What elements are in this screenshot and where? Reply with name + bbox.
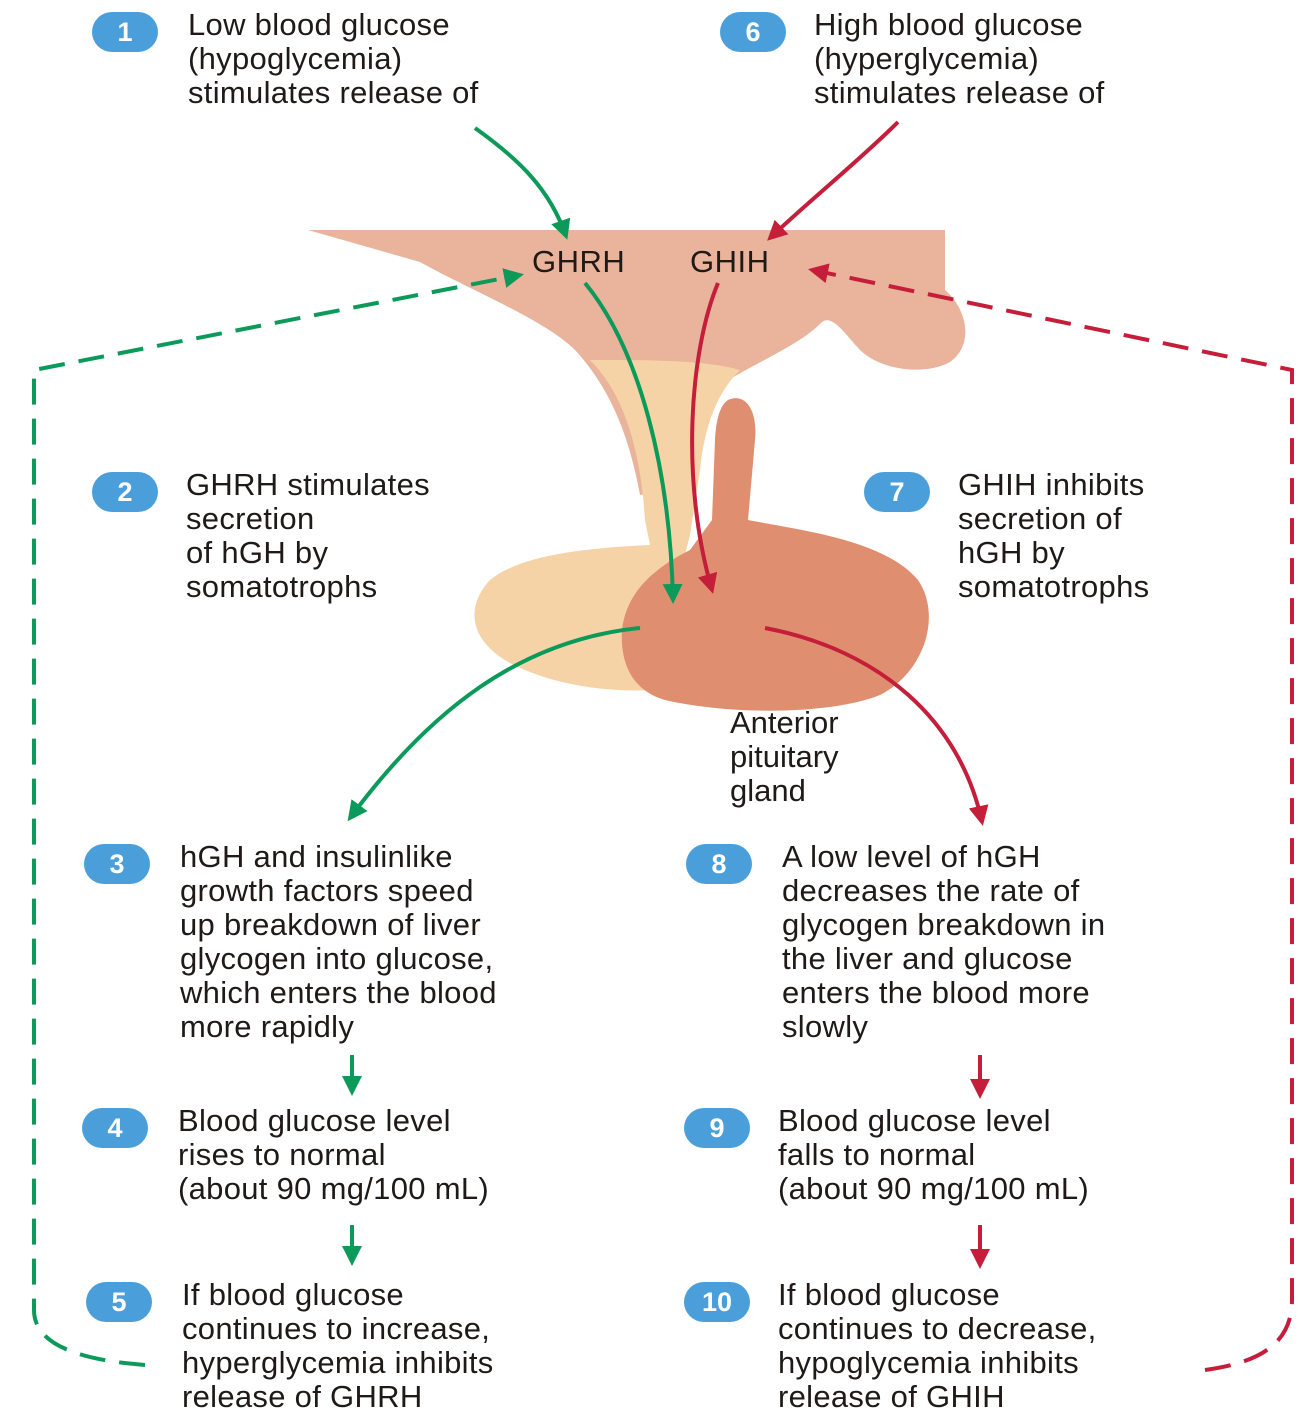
step-text: Blood glucose level rises to normal (abo… <box>178 1104 638 1206</box>
step-number-badge: 10 <box>684 1282 750 1322</box>
ghrh-label: GHRH <box>532 244 625 280</box>
step-text: A low level of hGH decreases the rate of… <box>782 840 1252 1044</box>
arrow-step6-to-ghih <box>770 122 898 238</box>
step-number-badge: 3 <box>84 844 150 884</box>
step-number-badge: 9 <box>684 1108 750 1148</box>
step-text: If blood glucose continues to increase, … <box>182 1278 642 1414</box>
ghih-label: GHIH <box>690 244 770 280</box>
step-text: If blood glucose continues to decrease, … <box>778 1278 1238 1414</box>
step-number-badge: 6 <box>720 12 786 52</box>
step-text: GHIH inhibits secretion of hGH by somato… <box>958 468 1298 604</box>
step-number-badge: 8 <box>686 844 752 884</box>
step-number-badge: 1 <box>92 12 158 52</box>
step-number-badge: 5 <box>86 1282 152 1322</box>
anterior-pituitary-label: Anterior pituitary gland <box>730 706 839 808</box>
step-number-badge: 4 <box>82 1108 148 1148</box>
step-text: GHRH stimulates secretion of hGH by soma… <box>186 468 546 604</box>
arrow-step1-to-ghrh <box>475 128 566 236</box>
step-text: Low blood glucose (hypoglycemia) stimula… <box>188 8 648 110</box>
step-text: hGH and insulinlike growth factors speed… <box>180 840 650 1044</box>
step-text: Blood glucose level falls to normal (abo… <box>778 1104 1238 1206</box>
step-number-badge: 2 <box>92 472 158 512</box>
step-text: High blood glucose (hyperglycemia) stimu… <box>814 8 1274 110</box>
step-number-badge: 7 <box>864 472 930 512</box>
